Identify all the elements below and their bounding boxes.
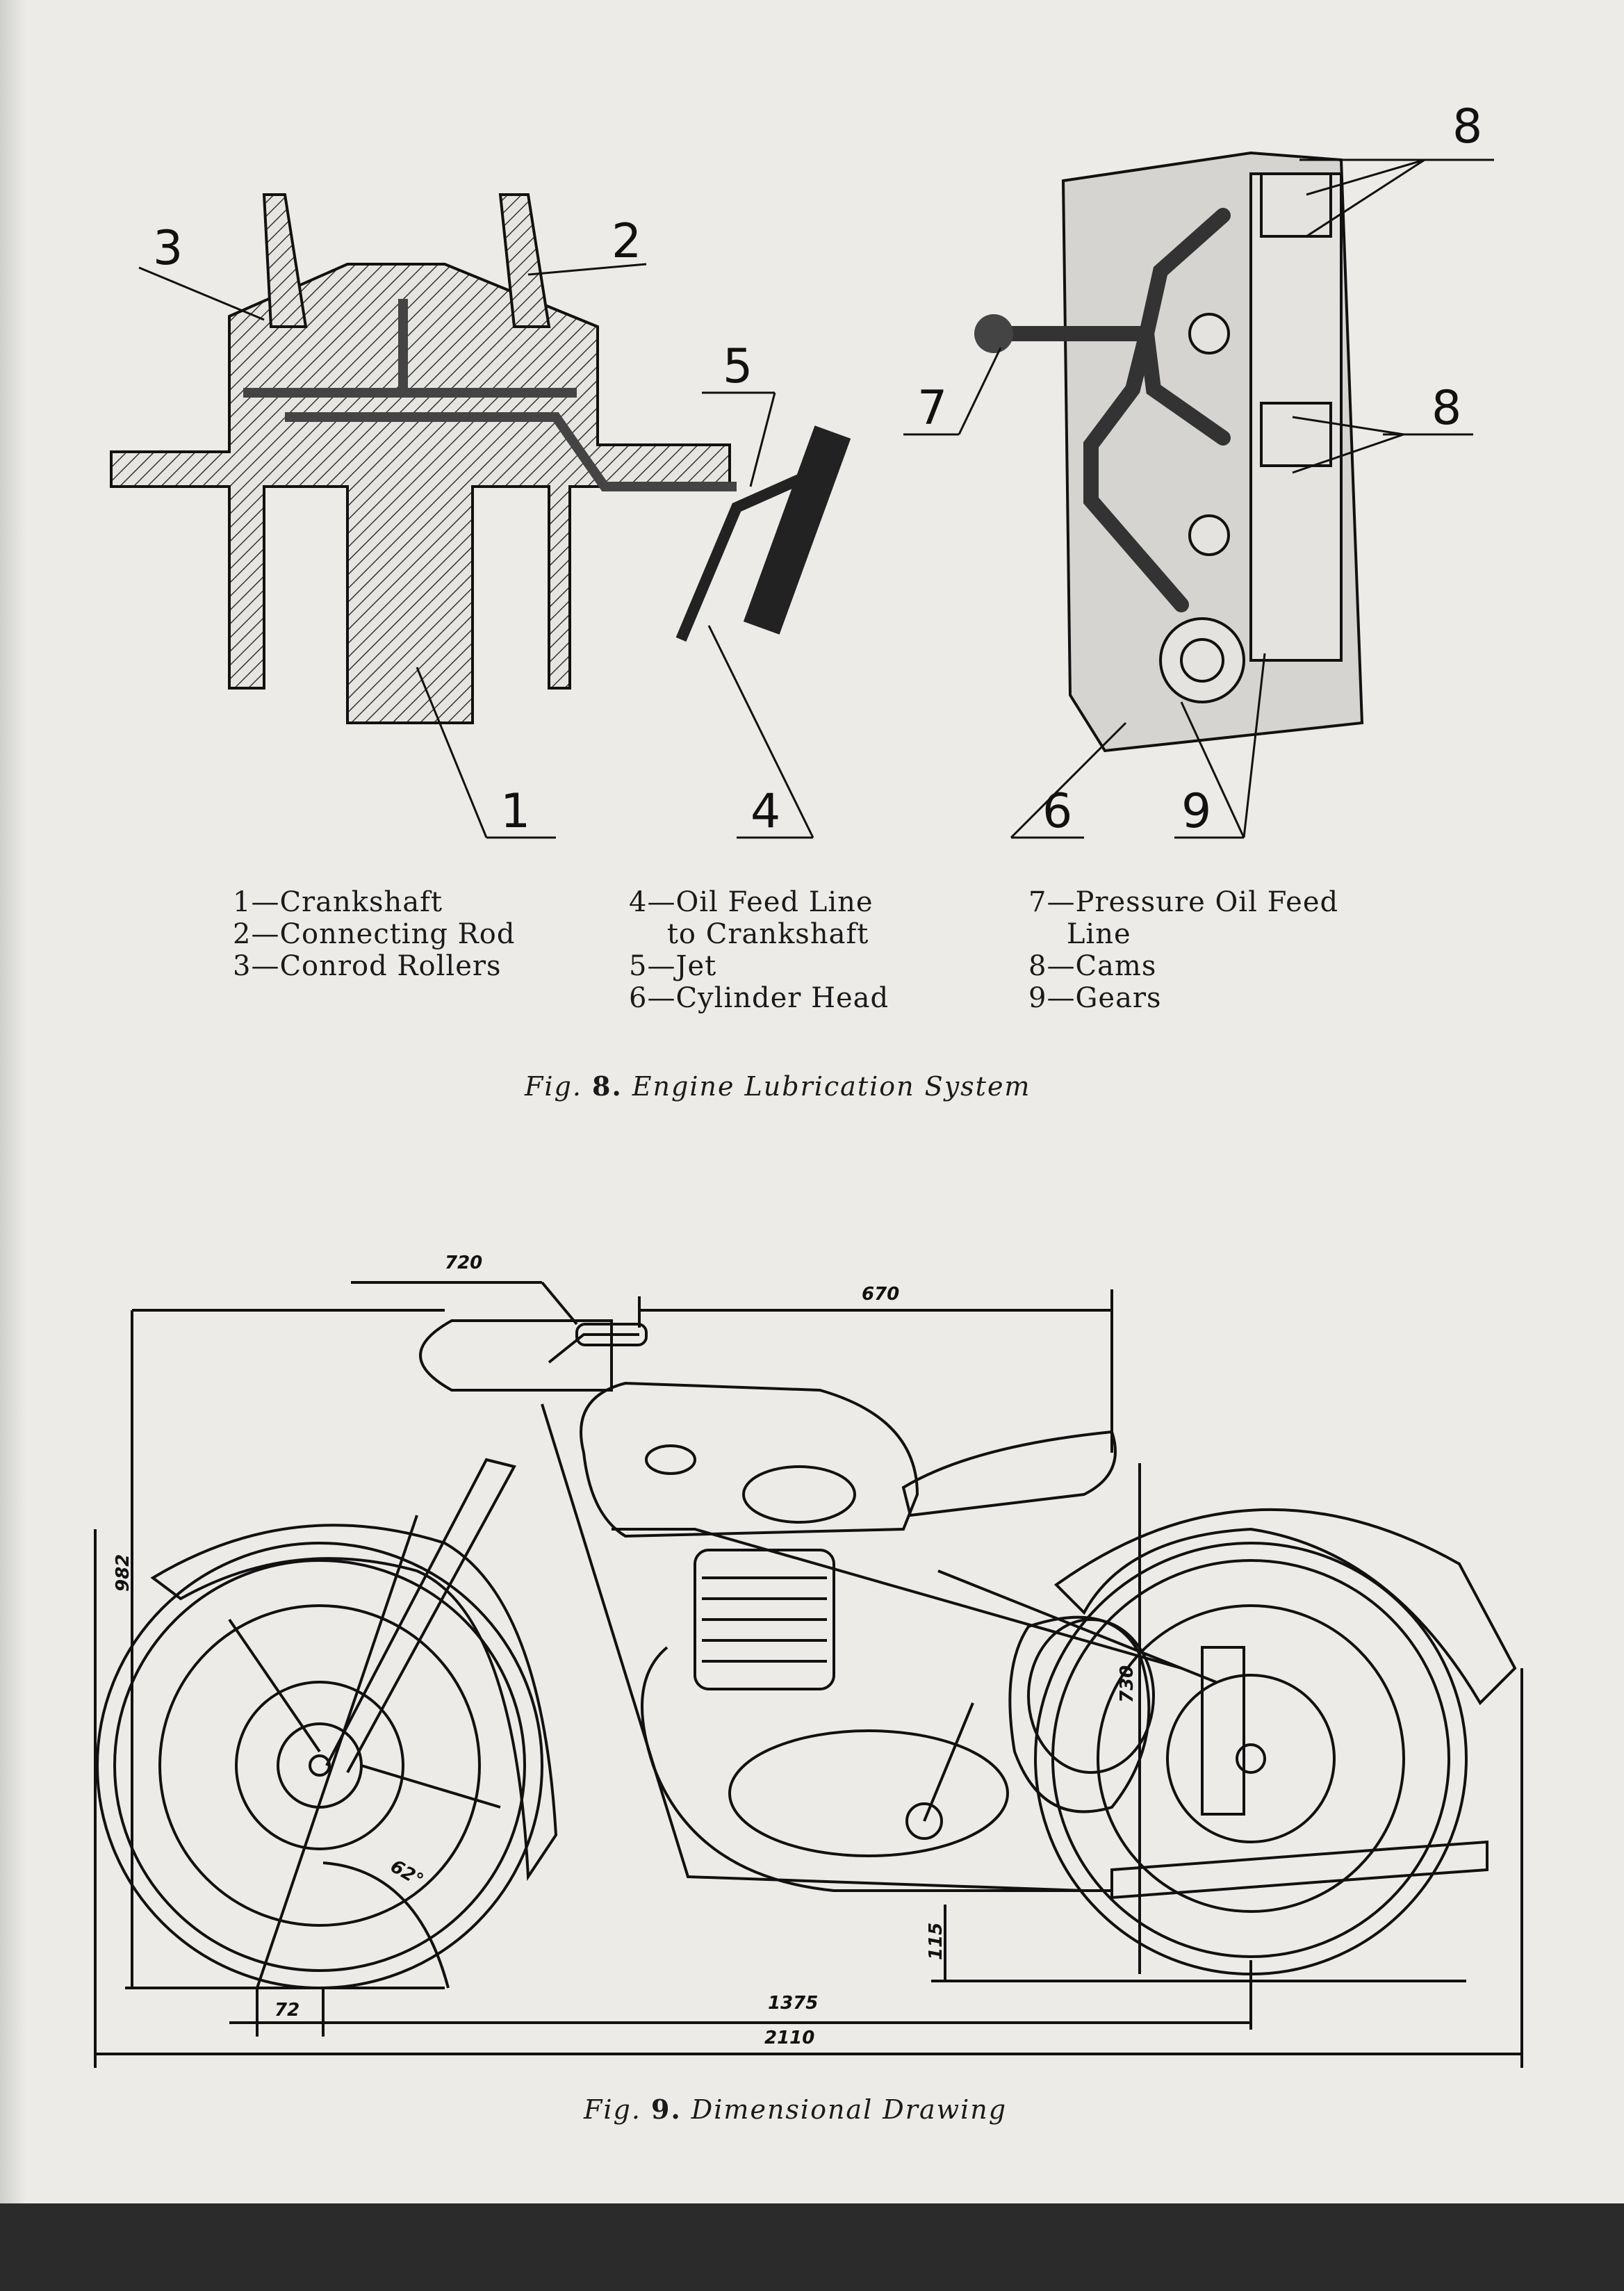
- callout-leaders: [138, 158, 1494, 839]
- legend-item: 2—Connecting Rod: [233, 918, 516, 950]
- callout-1: 1: [500, 784, 530, 839]
- legend-column-2: 4—Oil Feed Line to Crankshaft 5—Jet 6—Cy…: [629, 886, 889, 1014]
- callout-4: 4: [751, 784, 780, 839]
- page-binding-edge: [0, 0, 26, 2203]
- callout-5: 5: [723, 339, 753, 394]
- dim-overall-length: 2110: [764, 2028, 814, 2048]
- legend-item: 8—Cams: [1028, 950, 1157, 982]
- legend-item: 9—Gears: [1028, 982, 1162, 1014]
- pressure-oil-line: [993, 208, 1231, 612]
- legend-item: Line: [1028, 918, 1131, 950]
- dim-overall-height: 982: [113, 1554, 133, 1592]
- legend-column-1: 1—Crankshaft 2—Connecting Rod 3—Conrod R…: [233, 886, 516, 982]
- legend-item: 6—Cylinder Head: [629, 982, 889, 1014]
- crankcase-wall: [743, 425, 851, 635]
- oil-passage: [243, 299, 737, 491]
- callout-9: 9: [1181, 784, 1211, 839]
- dimension-labels: 720 670 982 730 115 62° 72 1375 2110: [113, 1253, 1138, 2048]
- figure9-caption: Fig. 9. Dimensional Drawing: [584, 2094, 1008, 2125]
- crankshaft-section: [110, 193, 731, 724]
- dim-steering-angle: 62°: [387, 1856, 427, 1891]
- callout-8-middle: 8: [1432, 381, 1461, 436]
- legend-item: to Crankshaft: [629, 918, 869, 950]
- callout-7: 7: [917, 381, 947, 436]
- dim-handlebar: 720: [445, 1253, 482, 1273]
- callout-6: 6: [1042, 784, 1072, 839]
- dim-seat-height: 730: [1117, 1665, 1138, 1703]
- legend-item: 7—Pressure Oil Feed: [1028, 886, 1339, 918]
- legend-item: 4—Oil Feed Line: [629, 886, 873, 918]
- callout-3: 3: [153, 221, 183, 276]
- legend-item: 1—Crankshaft: [233, 886, 443, 918]
- legend-item: 3—Conrod Rollers: [233, 950, 502, 982]
- dim-trail: 72: [274, 2000, 300, 2021]
- motorcycle-outline: [96, 1319, 1517, 1989]
- callout-2: 2: [612, 214, 641, 269]
- dimension-lines: [94, 1281, 1523, 2068]
- oil-feed-pipe: [675, 474, 802, 642]
- callout-numbers: 1 2 3 4 5 6 7 8 8 9: [153, 99, 1482, 839]
- dim-wheelbase: 1375: [768, 1993, 818, 2014]
- scanner-bottom-band: [0, 2203, 1624, 2291]
- banjo-bolt: [974, 314, 1013, 353]
- dim-seat-length: 670: [862, 1284, 899, 1305]
- figure8-caption: Fig. 8. Engine Lubrication System: [525, 1070, 1031, 1102]
- legend-column-3: 7—Pressure Oil Feed Line 8—Cams 9—Gears: [1028, 886, 1338, 1014]
- legend-item: 5—Jet: [629, 950, 717, 982]
- dim-ground-clearance: 115: [926, 1923, 946, 1960]
- callout-8-top: 8: [1452, 99, 1482, 154]
